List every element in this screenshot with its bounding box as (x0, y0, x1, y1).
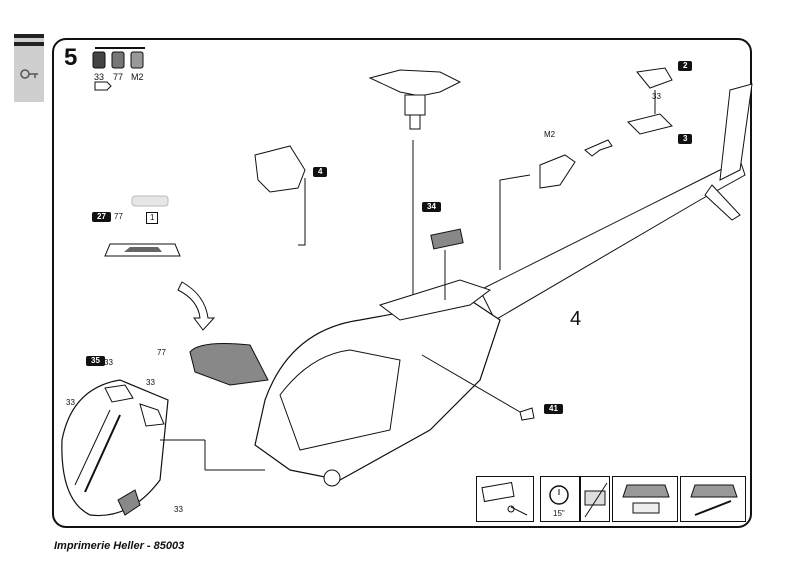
part-badge-41: 41 (544, 404, 563, 414)
decal-cut-icon (481, 481, 528, 516)
footer-text: Imprimerie Heller - 85003 (54, 540, 185, 552)
instruction-panel (580, 476, 610, 522)
paint-ref: M2 (544, 130, 556, 139)
decal-position-icon (622, 484, 670, 514)
timer-icon (549, 485, 569, 505)
tab-stripe (14, 42, 44, 46)
part-badge-35: 35 (86, 356, 105, 366)
key-icon (20, 69, 38, 79)
step-number: 5 (64, 44, 78, 71)
paint-ref: 33 (146, 378, 155, 387)
part-badge-2: 2 (678, 61, 693, 71)
paint-label: 77 (113, 72, 124, 82)
instruction-frame (52, 38, 752, 528)
sidebar-tab (14, 34, 44, 102)
paint-ref: 33 (174, 505, 183, 514)
decal-number-box: 1 (146, 212, 159, 224)
part-badge-27: 27 (92, 212, 111, 222)
decal-press-icon (690, 484, 738, 516)
instruction-panel (680, 476, 746, 522)
timer-label: 15" (553, 509, 565, 518)
paint-ref: 77 (157, 348, 166, 357)
paint-label: 33 (94, 72, 105, 82)
instruction-panel: 15" (540, 476, 580, 522)
part-badge-3: 3 (678, 134, 693, 144)
tab-stripe (14, 34, 44, 38)
paint-ref: 77 (114, 212, 123, 221)
paint-ref: 33 (66, 398, 75, 407)
part-badge-4: 4 (313, 167, 328, 177)
paint-ref: 33 (104, 358, 113, 367)
instruction-panel (476, 476, 534, 522)
instruction-panel (612, 476, 678, 522)
paint-ref: 33 (652, 92, 661, 101)
paint-label: M2 (131, 72, 144, 82)
decal-apply-icon (584, 482, 608, 518)
fuselage-part-number: 4 (570, 308, 582, 330)
paint-pots (92, 47, 145, 69)
part-badge-34: 34 (422, 202, 441, 212)
